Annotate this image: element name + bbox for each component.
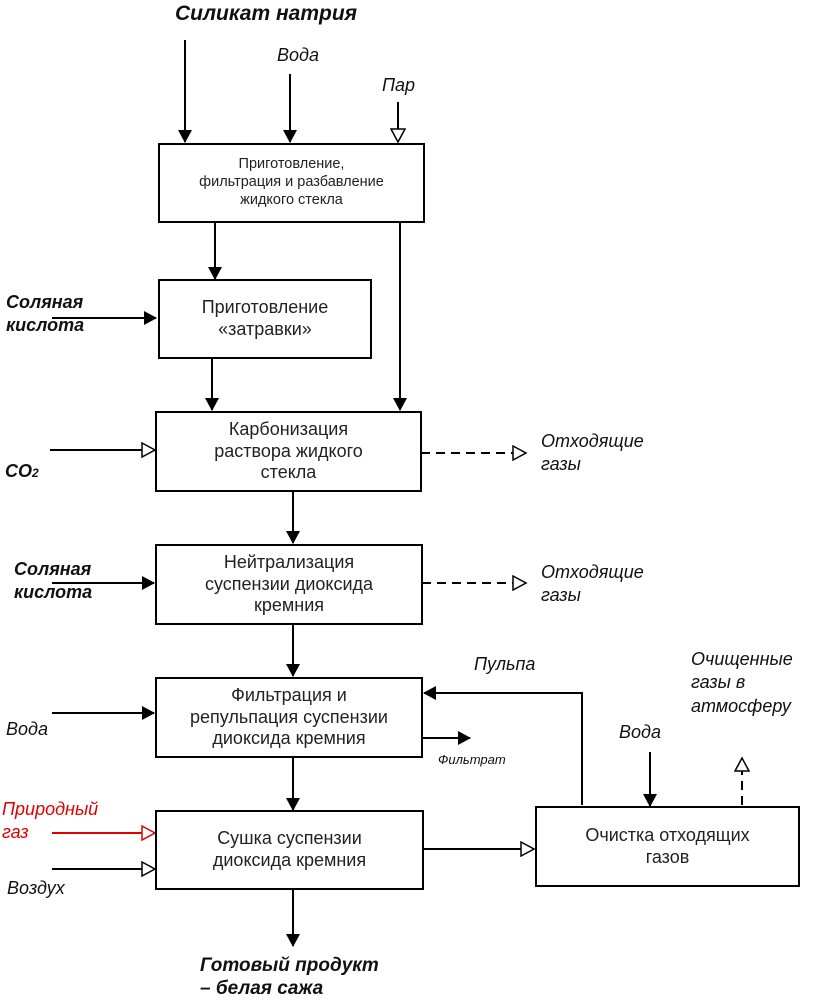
process-label: Сушка суспензии диоксида кремния (212, 828, 367, 870)
label-product: Готовый продукт – белая сажа (200, 955, 379, 999)
label-steam: Пар (382, 75, 416, 95)
process-box-gas-cleaning: Очистка отходящих газов (535, 806, 800, 887)
process-label: Приготовление, фильтрация и разбавление … (199, 156, 384, 208)
label-pulp: Пульпа (474, 654, 536, 674)
label-offgas-1: Отходящие газы (541, 431, 644, 475)
label-filtrate: Фильтрат (438, 752, 506, 767)
process-label: Очистка отходящих газов (585, 824, 750, 867)
process-box-filtration-repulping: Фильтрация и репульпация суспензии диокс… (155, 677, 423, 758)
label-co2-main: CO (5, 461, 32, 482)
label-air: Воздух (7, 878, 65, 898)
process-label: Карбонизация раствора жидкого стекла (214, 418, 363, 483)
process-label: Приготовление «затравки» (201, 297, 329, 339)
label-clean-gas: Очищенные газы в атмосферу (691, 649, 793, 716)
label-co2: CO2 (5, 437, 39, 484)
process-box-prep-filtration: Приготовление, фильтрация и разбавление … (158, 143, 425, 223)
label-co2-sub: 2 (32, 466, 39, 481)
label-sodium-silicate: Силикат натрия (175, 2, 358, 25)
label-natural-gas: Природный газ (2, 799, 99, 843)
label-hcl-2: Соляная кислота (14, 559, 93, 602)
label-water-filter: Вода (6, 719, 48, 739)
process-box-carbonization: Карбонизация раствора жидкого стекла (155, 411, 422, 492)
process-box-neutralization: Нейтрализация суспензии диоксида кремния (155, 544, 423, 625)
label-water-scrubber: Вода (619, 722, 661, 742)
label-hcl-1: Соляная кислота (6, 292, 85, 335)
process-label: Фильтрация и репульпация суспензии диокс… (190, 684, 388, 749)
label-water-top: Вода (277, 45, 319, 65)
process-box-drying: Сушка суспензии диоксида кремния (155, 810, 424, 890)
process-box-seed-prep: Приготовление «затравки» (158, 279, 372, 359)
arrow-pulp (423, 686, 583, 805)
label-offgas-2: Отходящие газы (541, 562, 644, 606)
process-label: Нейтрализация суспензии диоксида кремния (204, 551, 374, 616)
